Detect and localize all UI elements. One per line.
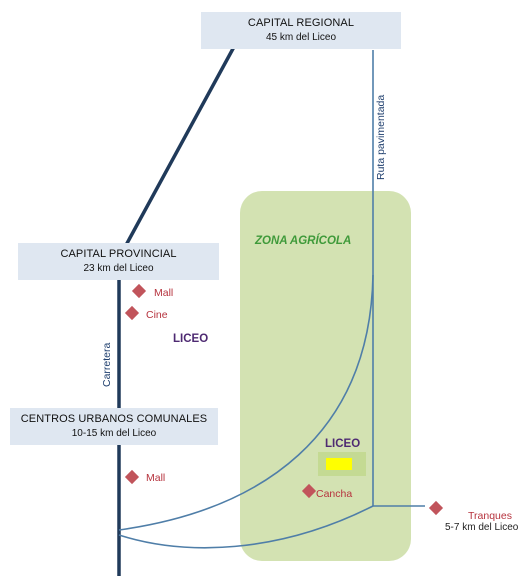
cine-label: Cine bbox=[146, 309, 168, 321]
tranques-label: Tranques bbox=[468, 510, 512, 522]
capital-provincial-distance: 23 km del Liceo bbox=[83, 263, 154, 274]
capital-provincial-title: CAPITAL PROVINCIAL bbox=[60, 248, 177, 260]
liceo-label: LICEO bbox=[325, 438, 361, 450]
cine-marker bbox=[124, 305, 140, 321]
tranques-distance-label: 5-7 km del Liceo bbox=[445, 522, 519, 533]
liceo-outside-label: LICEO bbox=[173, 333, 209, 345]
capital-provincial-box: CAPITAL PROVINCIAL 23 km del Liceo bbox=[18, 243, 219, 280]
carretera-label: Carretera bbox=[101, 342, 113, 387]
mall-comunal-label: Mall bbox=[146, 472, 166, 484]
ruta-pavimentada-label: Ruta pavimentada bbox=[375, 94, 387, 180]
capital-regional-title: CAPITAL REGIONAL bbox=[247, 17, 355, 29]
centros-comunales-box: CENTROS URBANOS COMUNALES 10-15 km del L… bbox=[10, 408, 218, 445]
mall-provincial-label: Mall bbox=[154, 287, 174, 299]
capital-regional-distance: 45 km del Liceo bbox=[265, 32, 337, 43]
centros-comunales-distance: 10-15 km del Liceo bbox=[71, 428, 157, 439]
cancha-marker bbox=[301, 483, 317, 499]
liceo-marker bbox=[326, 458, 352, 470]
tranques-marker bbox=[428, 500, 444, 516]
curved-road-lower bbox=[118, 505, 374, 549]
capital-regional-box: CAPITAL REGIONAL 45 km del Liceo bbox=[201, 12, 401, 49]
cancha-label: Cancha bbox=[316, 488, 353, 500]
zona-agricola-title: ZONA AGRÍCOLA bbox=[255, 235, 352, 247]
mall-comunal-marker bbox=[124, 469, 140, 485]
mall-provincial-marker bbox=[131, 283, 147, 299]
centros-comunales-title: CENTROS URBANOS COMUNALES bbox=[20, 413, 208, 425]
road-to-capital-regional bbox=[117, 44, 237, 259]
curved-road-upper bbox=[118, 274, 374, 531]
